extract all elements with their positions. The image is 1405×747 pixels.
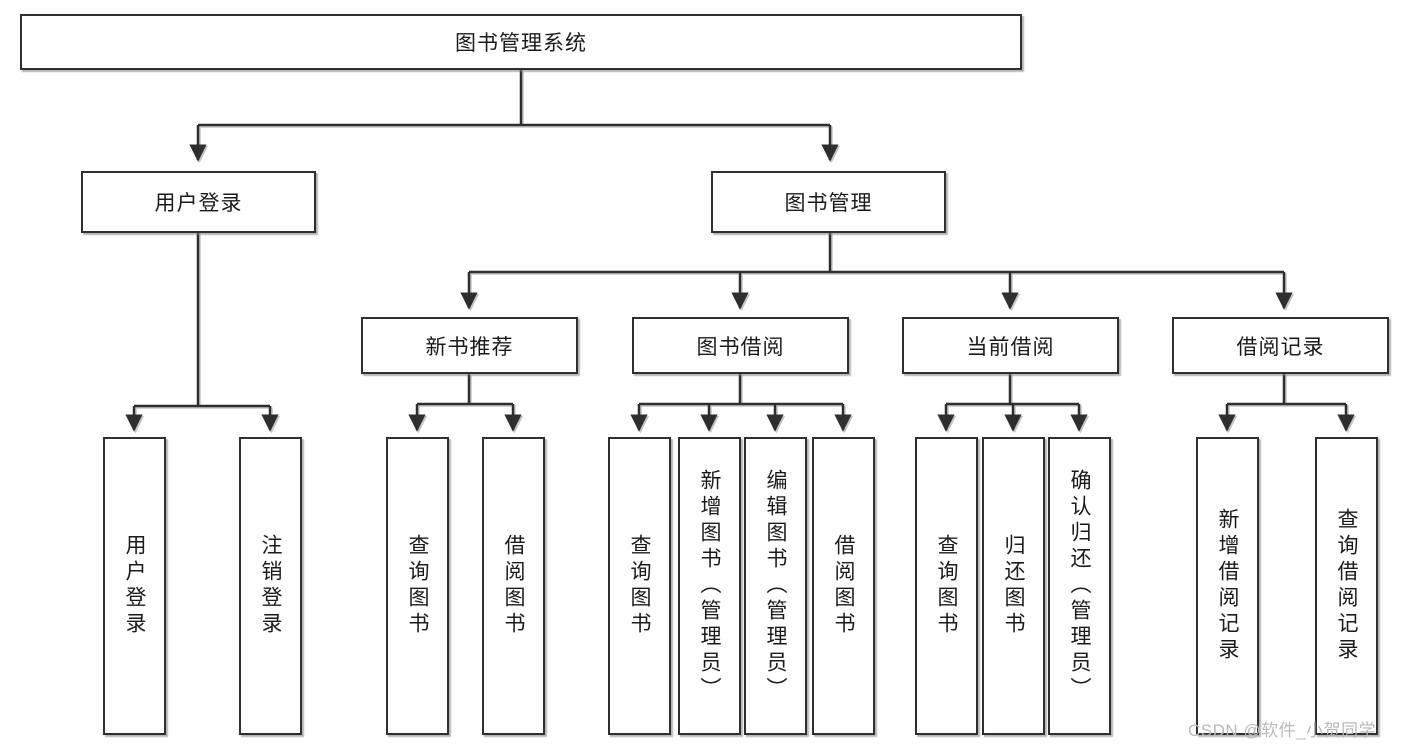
node-user-login-label: 用户登录	[154, 192, 243, 215]
node-user-login[interactable]: 用户登录	[81, 171, 316, 233]
leaf-label: 查询图书	[406, 534, 429, 638]
leaf-current-borrow-confirm-return[interactable]: 确认归还（管理员）	[1048, 437, 1111, 735]
leaf-book-borrow-query[interactable]: 查询图书	[608, 437, 671, 735]
node-book-borrow-label: 图书借阅	[696, 335, 785, 359]
node-current-borrow[interactable]: 当前借阅	[902, 317, 1119, 374]
leaf-label: 借阅图书	[502, 534, 525, 638]
node-root[interactable]: 图书管理系统	[20, 14, 1022, 70]
leaf-label: 新增借阅记录	[1216, 508, 1239, 664]
leaf-new-book-query[interactable]: 查询图书	[386, 437, 449, 735]
leaf-borrow-record-query[interactable]: 查询借阅记录	[1315, 437, 1378, 735]
leaf-label: 归还图书	[1002, 534, 1025, 638]
leaf-label: 用户登录	[123, 534, 146, 638]
leaf-borrow-record-add[interactable]: 新增借阅记录	[1196, 437, 1259, 735]
leaf-label: 查询借阅记录	[1335, 508, 1358, 664]
leaf-book-borrow-borrow[interactable]: 借阅图书	[812, 437, 875, 735]
node-book-management[interactable]: 图书管理	[711, 171, 946, 233]
leaf-label: 查询图书	[628, 534, 651, 638]
leaf-user-login-login[interactable]: 用户登录	[103, 437, 166, 735]
node-root-label: 图书管理系统	[455, 32, 587, 55]
leaf-current-borrow-return[interactable]: 归还图书	[982, 437, 1045, 735]
node-book-management-label: 图书管理	[784, 192, 873, 215]
leaf-label: 编辑图书（管理员）	[764, 469, 787, 703]
leaf-label: 新增图书（管理员）	[698, 469, 721, 703]
node-borrow-record[interactable]: 借阅记录	[1172, 317, 1389, 374]
leaf-user-login-logout[interactable]: 注销登录	[239, 437, 302, 735]
leaf-current-borrow-query[interactable]: 查询图书	[915, 437, 978, 735]
watermark: CSDN @软件_小贺同学	[1188, 721, 1377, 740]
node-current-borrow-label: 当前借阅	[966, 335, 1055, 359]
node-borrow-record-label: 借阅记录	[1236, 335, 1325, 359]
leaf-new-book-borrow[interactable]: 借阅图书	[482, 437, 545, 735]
node-new-book-recommend[interactable]: 新书推荐	[361, 317, 578, 374]
leaf-label: 确认归还（管理员）	[1068, 469, 1091, 703]
leaf-book-borrow-edit[interactable]: 编辑图书（管理员）	[744, 437, 807, 735]
node-new-book-recommend-label: 新书推荐	[425, 335, 514, 359]
leaf-label: 查询图书	[935, 534, 958, 638]
leaf-label: 借阅图书	[832, 534, 855, 638]
leaf-label: 注销登录	[259, 534, 282, 638]
node-book-borrow[interactable]: 图书借阅	[632, 317, 849, 374]
leaf-book-borrow-add[interactable]: 新增图书（管理员）	[678, 437, 741, 735]
